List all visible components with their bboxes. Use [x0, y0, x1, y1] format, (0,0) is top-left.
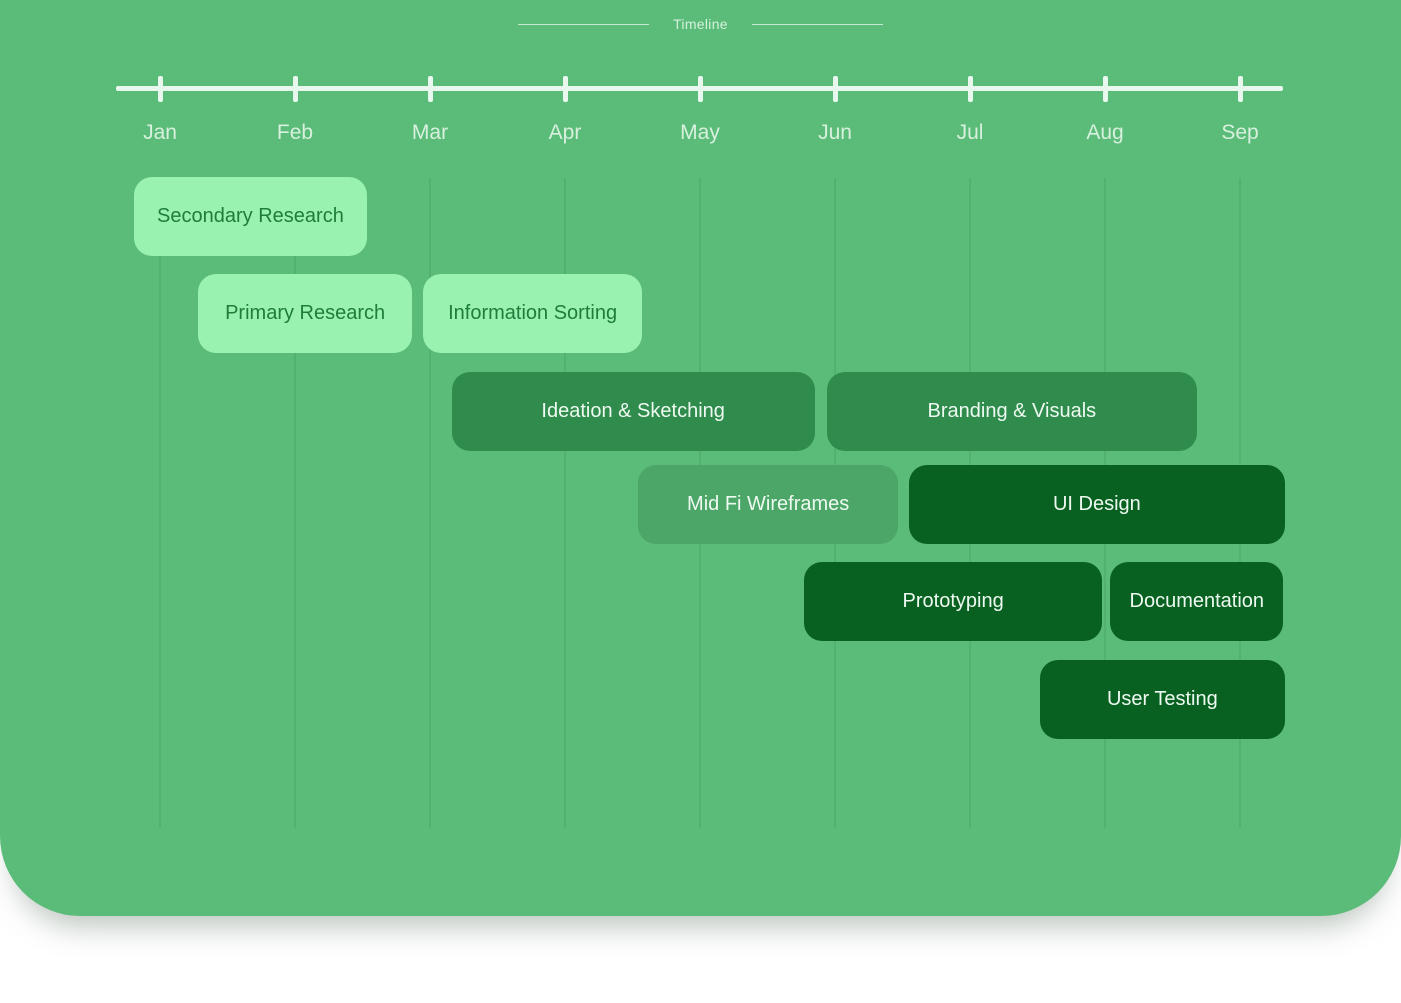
month-label-jan: Jan: [143, 121, 177, 144]
axis-tick-may: [698, 76, 703, 102]
task-bar-documentation: Documentation: [1110, 562, 1284, 641]
task-bar-label: Documentation: [1129, 590, 1265, 612]
task-bar-prototyping: Prototyping: [803, 562, 1103, 641]
month-label-jul: Jul: [956, 121, 984, 144]
task-bar-information-sorting: Information Sorting: [423, 274, 642, 353]
axis-tick-aug: [1103, 76, 1108, 102]
task-bar-user-testing: User Testing: [1040, 660, 1285, 739]
month-label-apr: Apr: [548, 121, 582, 144]
task-bar-label: Prototyping: [902, 590, 1004, 612]
task-bar-label: Primary Research: [225, 302, 386, 324]
axis-tick-feb: [293, 76, 298, 102]
axis-tick-apr: [563, 76, 568, 102]
gridline-apr: [564, 178, 566, 828]
task-bar-branding-visuals: Branding & Visuals: [826, 372, 1197, 451]
axis-tick-jul: [968, 76, 973, 102]
gridline-feb: [294, 178, 296, 828]
axis-tick-sep: [1238, 76, 1243, 102]
month-label-mar: Mar: [411, 121, 449, 144]
timeline-panel: Timeline Jan Feb Mar Apr May Jun Jul Aug Sep Sec…: [0, 0, 1401, 916]
task-bar-ideation-sketching: Ideation & Sketching: [451, 372, 815, 451]
gridline-mar: [429, 178, 431, 828]
task-bar-secondary-research: Secondary Research: [134, 177, 367, 256]
axis-tick-jun: [833, 76, 838, 102]
month-label-feb: Feb: [276, 121, 314, 144]
month-label-may: May: [680, 121, 720, 144]
timeline-header: Timeline: [0, 16, 1401, 32]
task-bar-ui-design: UI Design: [909, 465, 1285, 544]
axis-tick-mar: [428, 76, 433, 102]
month-label-jun: Jun: [818, 121, 852, 144]
task-bar-label: UI Design: [1052, 493, 1141, 515]
task-bar-primary-research: Primary Research: [197, 274, 413, 353]
month-label-aug: Aug: [1086, 121, 1124, 144]
gridline-jan: [159, 178, 161, 828]
month-label-sep: Sep: [1221, 121, 1259, 144]
task-bar-label: User Testing: [1106, 688, 1218, 710]
task-bar-label: Branding & Visuals: [927, 400, 1097, 422]
task-bar-label: Mid Fi Wireframes: [687, 493, 850, 515]
page-title: Timeline: [673, 16, 728, 32]
task-bar-label: Information Sorting: [448, 302, 618, 324]
title-left-divider: [518, 23, 650, 25]
title-right-divider: [751, 23, 883, 25]
task-bar-label: Ideation & Sketching: [541, 400, 725, 422]
task-bar-mid-fi-wireframes: Mid Fi Wireframes: [637, 465, 899, 544]
axis-tick-jan: [158, 76, 163, 102]
task-bar-label: Secondary Research: [157, 205, 344, 227]
